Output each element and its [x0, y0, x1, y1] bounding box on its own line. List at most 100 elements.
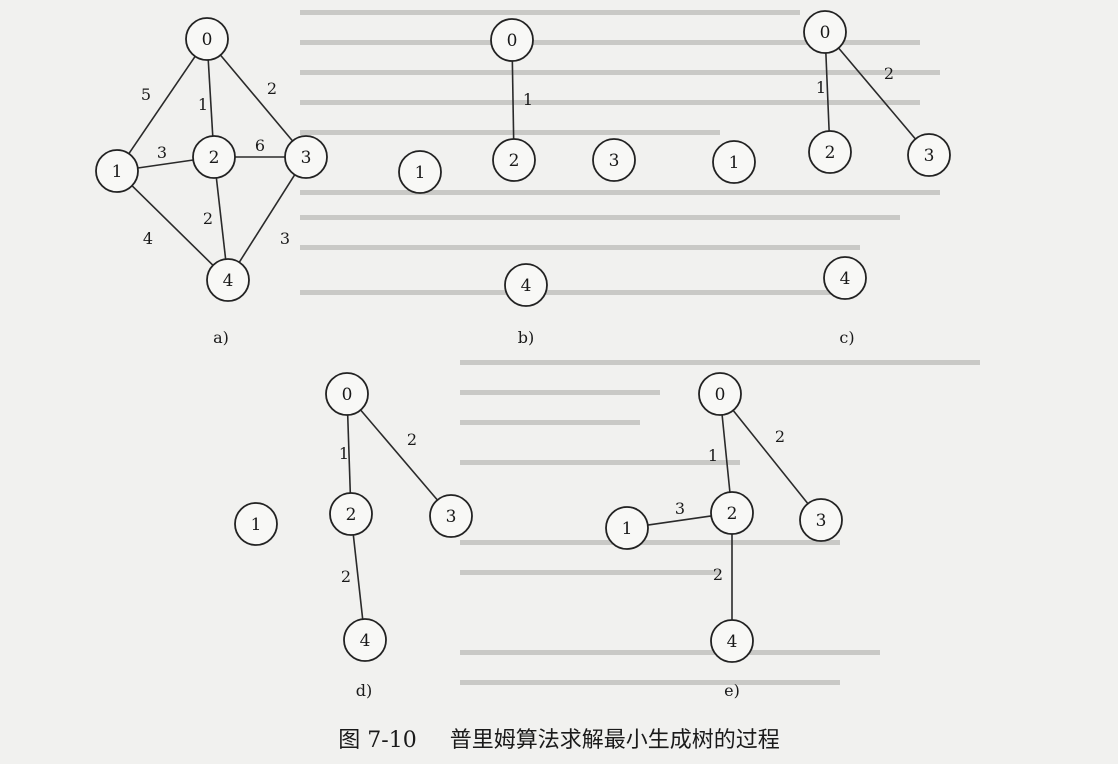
- edge-0-3: [360, 409, 438, 501]
- node-circle: [185, 17, 229, 61]
- edge-0-2: [511, 60, 515, 140]
- edge-line: [511, 60, 515, 140]
- node-0: 0: [490, 18, 534, 62]
- node-label: 1: [622, 519, 633, 539]
- node-3: 3: [284, 135, 328, 179]
- edge-weight-1-2: 3: [675, 499, 685, 518]
- node-circle: [504, 263, 548, 307]
- edge-weight-2-4: 2: [713, 565, 723, 584]
- node-4: 4: [823, 256, 867, 300]
- node-label: 0: [820, 23, 831, 43]
- node-circle: [592, 138, 636, 182]
- node-1: 1: [605, 506, 649, 550]
- node-label: 0: [715, 385, 726, 405]
- node-circle: [808, 130, 852, 174]
- node-4: 4: [206, 258, 250, 302]
- node-label: 4: [521, 276, 532, 296]
- node-0: 0: [325, 372, 369, 416]
- figure-title: 普里姆算法求解最小生成树的过程: [449, 728, 780, 753]
- node-label: 4: [223, 271, 234, 291]
- edge-1-4: [131, 185, 214, 266]
- edge-weight-0-3: 2: [884, 64, 894, 83]
- node-circle: [803, 10, 847, 54]
- edge-line: [352, 534, 364, 620]
- edge-0-2: [721, 414, 731, 493]
- node-label: 4: [727, 632, 738, 652]
- node-label: 3: [816, 511, 827, 531]
- node-label: 2: [209, 148, 220, 168]
- node-1: 1: [398, 150, 442, 194]
- node-label: 3: [924, 146, 935, 166]
- node-label: 4: [360, 631, 371, 651]
- edge-line: [215, 177, 227, 260]
- edge-weight-2-3: 6: [255, 136, 265, 155]
- edge-0-3: [732, 409, 809, 505]
- node-circle: [343, 618, 387, 662]
- edge-weight-2-4: 2: [341, 567, 351, 586]
- node-circle: [799, 498, 843, 542]
- edge-2-4: [215, 177, 227, 260]
- node-label: 1: [729, 153, 740, 173]
- node-label: 1: [415, 163, 426, 183]
- edge-weight-0-1: 5: [141, 85, 151, 104]
- edge-weight-0-3: 2: [267, 79, 277, 98]
- edge-weight-0-2: 1: [816, 78, 826, 97]
- edge-weight-3-4: 3: [280, 229, 290, 248]
- edge-3-4: [238, 174, 296, 263]
- edge-0-2: [207, 59, 214, 137]
- node-circle: [712, 140, 756, 184]
- edge-weight-2-4: 2: [203, 209, 213, 228]
- node-circle: [710, 619, 754, 663]
- node-circle: [284, 135, 328, 179]
- node-label: 0: [202, 30, 213, 50]
- edge-weight-1-4: 4: [143, 229, 153, 248]
- edge-line: [837, 47, 917, 140]
- panel-label-c: c): [839, 328, 854, 347]
- node-label: 2: [727, 504, 738, 524]
- panel-c: 0 1 2 3 4 1 2 c): [712, 10, 951, 347]
- node-circle: [429, 494, 473, 538]
- edge-line: [732, 409, 809, 505]
- edge-line: [360, 409, 438, 501]
- node-circle: [206, 258, 250, 302]
- node-1: 1: [95, 149, 139, 193]
- edge-line: [647, 515, 712, 526]
- node-circle: [492, 138, 536, 182]
- node-circle: [698, 372, 742, 416]
- panel-label-b: b): [518, 328, 534, 347]
- node-circle: [325, 372, 369, 416]
- node-label: 0: [342, 385, 353, 405]
- node-circle: [234, 502, 278, 546]
- edge-weight-0-2: 1: [339, 444, 349, 463]
- node-circle: [398, 150, 442, 194]
- node-circle: [95, 149, 139, 193]
- edge-line: [137, 159, 194, 169]
- panel-label-a: a): [213, 328, 229, 347]
- node-0: 0: [698, 372, 742, 416]
- node-4: 4: [343, 618, 387, 662]
- node-1: 1: [234, 502, 278, 546]
- node-0: 0: [803, 10, 847, 54]
- node-label: 3: [609, 151, 620, 171]
- edge-line: [128, 55, 196, 155]
- node-3: 3: [429, 494, 473, 538]
- edge-line: [825, 52, 830, 132]
- edge-0-2: [825, 52, 830, 132]
- edge-weight-0-2: 1: [708, 446, 718, 465]
- figure-number: 图 7-10: [338, 728, 417, 753]
- node-0: 0: [185, 17, 229, 61]
- node-label: 2: [825, 143, 836, 163]
- node-label: 3: [446, 507, 457, 527]
- edge-weight-0-3: 2: [407, 430, 417, 449]
- edge-0-3: [837, 47, 917, 140]
- node-4: 4: [504, 263, 548, 307]
- edge-0-3: [219, 54, 294, 142]
- node-circle: [605, 506, 649, 550]
- edge-line: [238, 174, 296, 263]
- edge-0-1: [128, 55, 196, 155]
